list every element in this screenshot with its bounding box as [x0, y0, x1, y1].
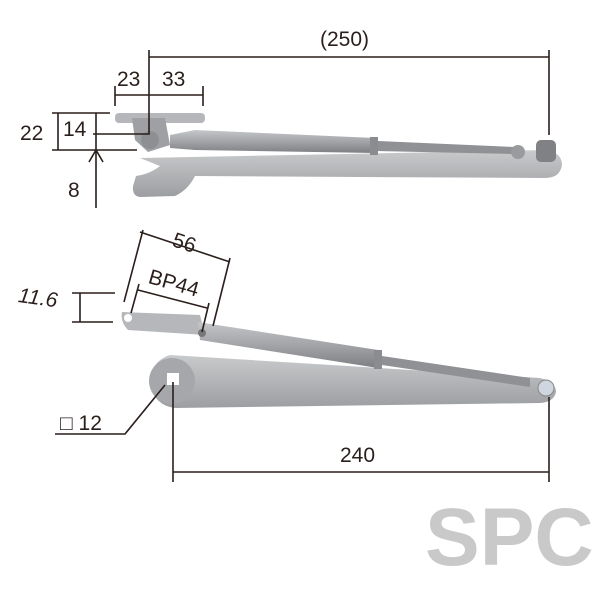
- dim-square-shaft: □ 12: [60, 412, 102, 435]
- pipe-side: [198, 322, 378, 368]
- rod-side: [382, 356, 530, 387]
- bottom-view-arm: [121, 312, 556, 408]
- dim-bracket-length: 56: [170, 229, 199, 258]
- dim-bracket-height: 11.6: [17, 284, 59, 312]
- main-arm-side: [150, 355, 556, 408]
- watermark-logo: SPC: [425, 492, 594, 583]
- rod-end-side: [537, 379, 555, 397]
- main-arm-top: [132, 150, 562, 197]
- dim-width-left: 23: [117, 68, 140, 91]
- dim-height-total: 22: [20, 122, 43, 145]
- rod-end: [536, 140, 556, 162]
- dim-overall-length: (250): [320, 28, 369, 51]
- dim-bolt-pitch: BP44: [146, 265, 202, 301]
- pivot: [141, 131, 159, 149]
- square-shaft-hole: [167, 373, 179, 385]
- bottom-view-dimensions: 56 BP44 11.6 □ 12 240: [17, 229, 550, 482]
- dim-width-right: 33: [162, 68, 185, 91]
- bracket-side: [121, 312, 205, 335]
- top-view-dimensions: (250) 23 33 22 14 8: [20, 28, 550, 208]
- pipe-collar: [370, 137, 378, 155]
- pipe-top: [170, 130, 375, 153]
- rod-top: [378, 141, 515, 154]
- dim-offset: 8: [68, 179, 80, 202]
- top-view-arm: [115, 113, 562, 197]
- dim-arm-length: 240: [340, 444, 375, 467]
- dim-height-inner: 14: [63, 118, 87, 141]
